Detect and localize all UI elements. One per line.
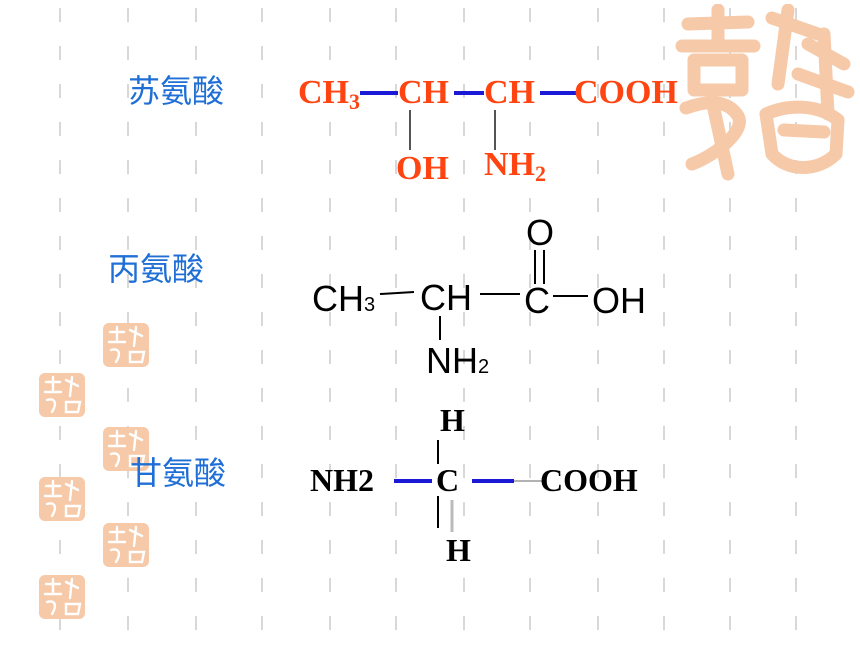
- threonine-oh: OH: [396, 150, 449, 187]
- seal-stamp-icon: [103, 523, 149, 567]
- atom-subscript: 2: [535, 161, 546, 186]
- atom-label: CH: [298, 74, 349, 111]
- alanine-ch3: CH3: [312, 278, 375, 320]
- threonine-name: 苏氨酸: [128, 72, 225, 110]
- alanine-oh: OH: [592, 280, 646, 321]
- glycine-bonds: [394, 440, 546, 532]
- seal-stamp-icon: [39, 477, 85, 521]
- glycine-c: C: [436, 462, 460, 498]
- glycine-nh2: NH2: [310, 462, 374, 498]
- threonine-bonds: [360, 91, 578, 150]
- threonine-ch3: CH3: [298, 74, 360, 115]
- alanine-bonds: [379, 250, 588, 340]
- seal-stamp-icon: [103, 323, 149, 367]
- seal-watermark-icon: [675, 4, 855, 181]
- threonine-ch-beta: CH: [484, 74, 535, 111]
- atom-label: CH: [312, 278, 364, 319]
- atom-label: NH: [484, 146, 535, 183]
- glycine-h-bottom: H: [446, 532, 471, 568]
- alanine-ch: CH: [420, 277, 472, 318]
- alanine-o: O: [526, 212, 555, 253]
- threonine-nh2: NH2: [484, 146, 546, 187]
- atom-subscript: 3: [349, 89, 360, 114]
- atom-label: NH: [426, 340, 478, 381]
- alanine-name: 丙氨酸: [108, 250, 205, 288]
- atom-subscript: 3: [364, 294, 376, 316]
- seal-stamp-icon: [103, 427, 149, 471]
- glycine-h-top: H: [440, 402, 465, 438]
- glycine-name: 甘氨酸: [130, 454, 227, 492]
- glycine-cooh: COOH: [540, 462, 638, 498]
- threonine-ch-alpha: CH: [398, 74, 449, 111]
- seal-stamp-icon: [39, 373, 85, 417]
- atom-subscript: 2: [478, 356, 490, 378]
- alanine-c: C: [524, 280, 550, 321]
- threonine-cooh: COOH: [574, 74, 678, 111]
- seal-stamp-icon: [39, 575, 85, 619]
- alanine-nh2: NH2: [426, 340, 489, 382]
